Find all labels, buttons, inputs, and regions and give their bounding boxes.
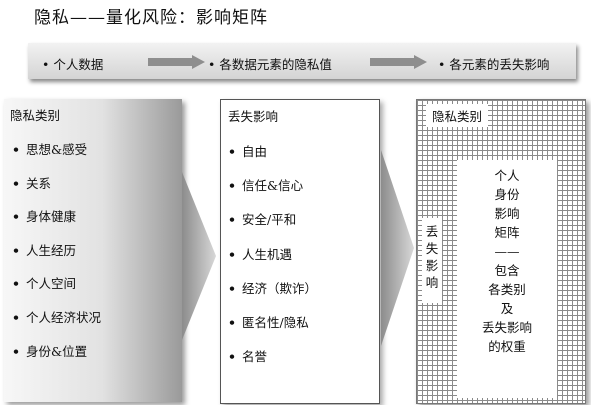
flow-step-privacy-value: • 各数据元素的隐私值 <box>208 57 332 72</box>
matrix-description: 个人 身份 影响 矩阵 —— 包含 各类别 及 丢失影响 的权重 <box>457 160 557 398</box>
bullet-icon: • <box>12 175 20 191</box>
list-item-label: 匿名性/隐私 <box>242 314 309 330</box>
list-item-label: 经济（欺诈） <box>242 280 318 296</box>
privacy-categories-heading: 隐私类别 <box>10 108 61 123</box>
list-item: • 身体健康 <box>12 206 101 240</box>
privacy-categories-panel: 隐私类别 • 思想&感受 • 关系 • 身体健康 • 人生经历 • 个人空间 • 个人经济状… <box>4 99 182 402</box>
flow-arrow-icon <box>148 55 205 69</box>
bullet-icon: • <box>12 343 20 359</box>
list-item-label: 人生机遇 <box>242 246 293 262</box>
list-item-label: 信任&信心 <box>242 178 304 194</box>
list-item-label: 安全/平和 <box>242 212 297 228</box>
chevron-right-icon <box>381 150 414 346</box>
list-item-label: 身份&位置 <box>26 343 88 359</box>
matrix-text-line: —— <box>494 244 520 259</box>
list-item: • 安全/平和 <box>228 209 317 243</box>
bullet-icon: • <box>228 246 236 262</box>
matrix-text-line: 个人 <box>494 168 520 183</box>
list-item: • 自由 <box>228 141 317 175</box>
privacy-categories-list: • 思想&感受 • 关系 • 身体健康 • 人生经历 • 个人空间 • 个人经济状况 • 身份… <box>12 139 101 374</box>
list-item-label: 自由 <box>242 144 268 159</box>
matrix-text-line: 及 <box>500 301 514 316</box>
list-item-label: 个人经济状况 <box>26 309 102 325</box>
impact-matrix-panel: 隐私类别 丢 失 影 响 个人 身份 影响 矩阵 —— 包含 各类别 及 丢失影… <box>416 99 586 404</box>
list-item: • 名誉 <box>228 346 317 380</box>
list-item-label: 身体健康 <box>26 209 77 225</box>
matrix-text-line: 身份 <box>494 187 520 202</box>
bullet-icon: • <box>228 314 236 330</box>
bullet-icon: • <box>12 309 20 325</box>
list-item-label: 关系 <box>26 175 52 191</box>
list-item-label: 个人空间 <box>26 276 77 292</box>
loss-impacts-list: •自由 •信任&信心 •安全/平和 •人生机遇 •经济（欺诈） •匿名性/隐私 … <box>228 141 317 380</box>
flow-arrow-icon <box>370 55 427 69</box>
bullet-icon: • <box>12 209 20 225</box>
list-item: • 匿名性/隐私 <box>228 312 317 346</box>
bullet-icon: • <box>228 144 236 159</box>
matrix-text-line: 各类别 <box>488 282 526 297</box>
matrix-text-line: 影响 <box>494 206 520 221</box>
page-title: 隐私——量化风险：影响矩阵 <box>34 8 268 28</box>
chevron-right-icon <box>182 172 216 340</box>
matrix-text-line: 丢失影响 <box>481 320 532 335</box>
list-item: • 信任&信心 <box>228 175 317 209</box>
bullet-icon: • <box>228 212 236 228</box>
vertical-char: 响 <box>425 275 439 290</box>
list-item: • 人生机遇 <box>228 244 317 278</box>
list-item: • 身份&位置 <box>12 341 101 375</box>
flow-step-personal-data: • 个人数据 <box>42 57 104 72</box>
list-item-label: 人生经历 <box>26 242 77 258</box>
matrix-text-line: 矩阵 <box>494 225 520 240</box>
list-item: • 思想&感受 <box>12 139 101 173</box>
loss-impacts-panel: 丢失影响 • 自由 • 信任&信心 • 安全/平和 • 人生机遇 • 经济（欺诈） • 匿名… <box>220 99 380 404</box>
list-item: • 个人空间 <box>12 273 101 307</box>
bullet-icon: • <box>228 349 236 365</box>
bullet-icon: • <box>12 142 20 157</box>
matrix-privacy-categories-label: 隐私类别 <box>426 104 489 127</box>
list-item: • 关系 <box>12 173 101 207</box>
bullet-icon: • <box>12 276 20 292</box>
list-item-label: 思想&感受 <box>26 142 88 157</box>
vertical-char: 失 <box>425 241 439 256</box>
bullet-icon: • <box>12 242 20 258</box>
list-item: • 个人经济状况 <box>12 307 101 341</box>
list-item-label: 名誉 <box>242 349 268 365</box>
matrix-text-line: 的权重 <box>488 339 526 354</box>
vertical-char: 影 <box>425 258 439 273</box>
flow-step-loss-impact: • 各元素的丢失影响 <box>438 57 550 72</box>
bullet-icon: • <box>228 280 236 296</box>
list-item: • 人生经历 <box>12 240 101 274</box>
vertical-char: 丢 <box>425 224 439 239</box>
loss-impacts-heading: 丢失影响 <box>228 109 279 124</box>
bullet-icon: • <box>228 178 236 194</box>
matrix-loss-impact-label: 丢 失 影 响 <box>422 218 442 303</box>
flow-banner: • 个人数据 • 各数据元素的隐私值 • 各元素的丢失影响 <box>28 43 576 79</box>
list-item: • 经济（欺诈） <box>228 278 317 312</box>
matrix-text-line: 包含 <box>494 263 520 278</box>
